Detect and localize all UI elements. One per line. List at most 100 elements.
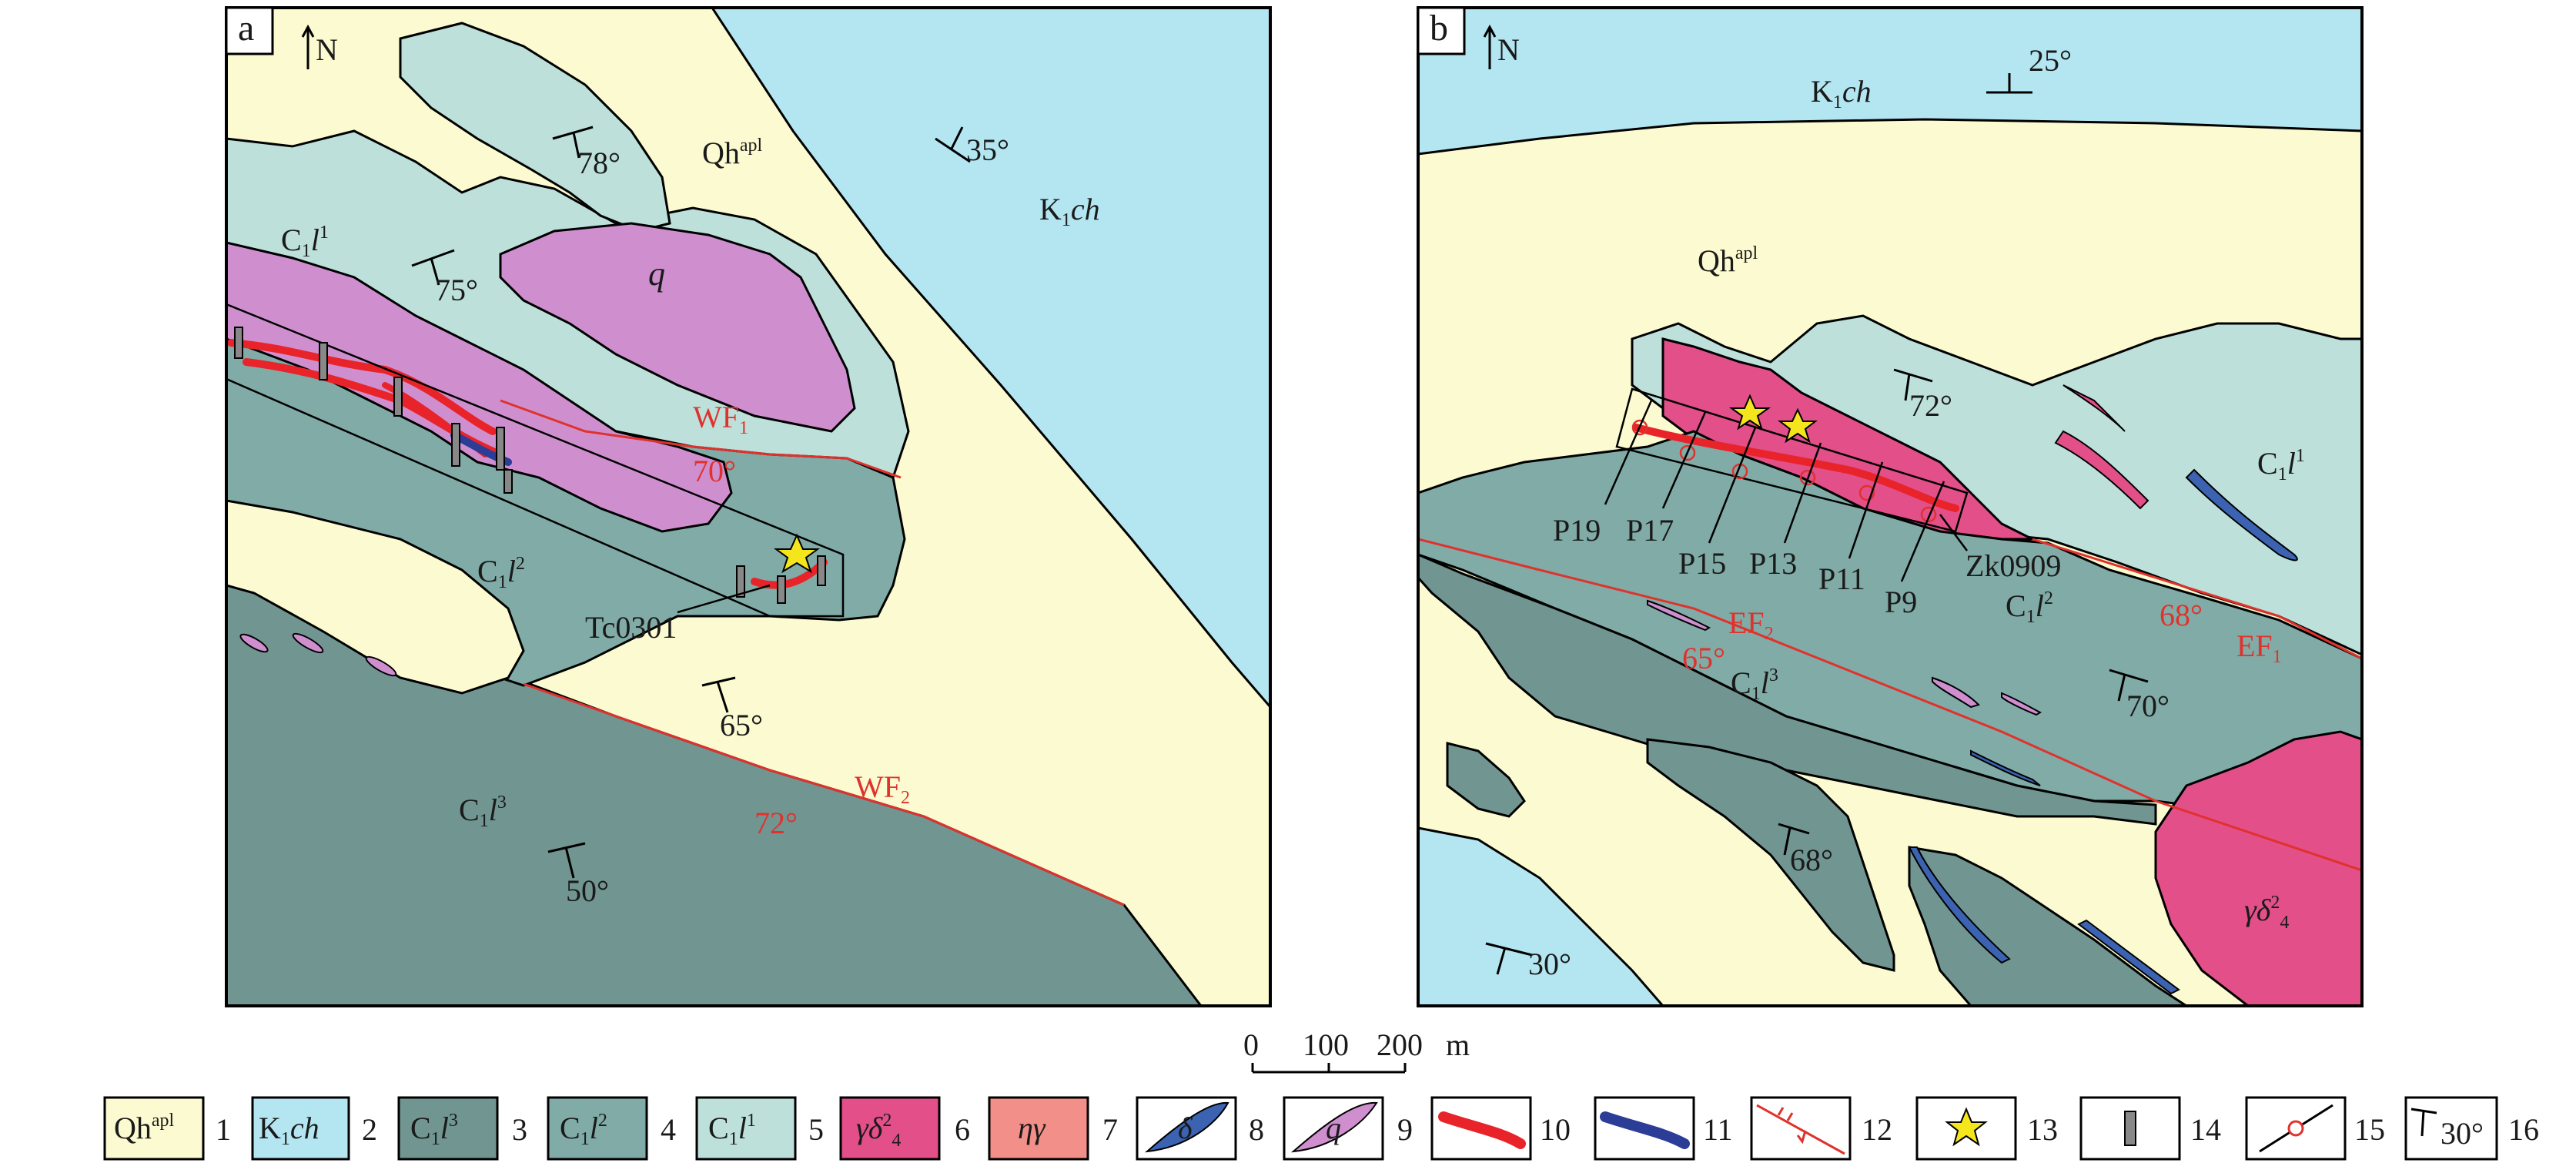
legend-num-11: 11 (1703, 1112, 1733, 1147)
unit-label-k1ch-b: K1ch (1811, 74, 1872, 112)
orebody-b (1632, 424, 1959, 512)
north-label-b: N (1497, 32, 1520, 67)
ore-deposit-star-b1 (1728, 394, 1771, 431)
svg-text:δ: δ (1178, 1111, 1193, 1145)
unit-label-c1l3-a: C1l3 (459, 793, 507, 831)
panel-b-tag-box (1417, 6, 1466, 55)
attitude-72-b: 72° (1909, 388, 1952, 423)
trench-label-a: Tc0301 (585, 610, 677, 645)
svg-text:Qhapl: Qhapl (114, 1111, 175, 1145)
svg-text:30°: 30° (2441, 1116, 2484, 1151)
fault-label-ef1: EF1 (2236, 628, 2282, 667)
legend-item-3: C1l3 3 (397, 1096, 527, 1161)
c1l3-island-b2 (1908, 846, 2189, 1006)
legend-item-12: 12 (1750, 1096, 1892, 1161)
profile-points-b (1631, 419, 1937, 523)
profile-lines-b (1604, 400, 1969, 582)
legend-item-16: 30° 16 (2404, 1096, 2539, 1161)
svg-text:C1l3: C1l3 (410, 1111, 458, 1149)
north-arrow-head-b (1483, 24, 1497, 38)
legend-num-3: 3 (512, 1112, 527, 1147)
unit-label-qh-a: Qhapl (702, 136, 763, 170)
attitude-50-a: 50° (566, 873, 609, 908)
svg-text:q: q (1326, 1111, 1341, 1145)
legend-num-1: 1 (216, 1112, 231, 1147)
cretaceous-unit-b-lower (1418, 826, 1664, 1006)
quartz-lens-a2 (292, 632, 324, 654)
legend-num-14: 14 (2190, 1112, 2221, 1147)
unit-label-c1l1-b: C1l1 (2257, 446, 2305, 484)
attitude-symbols-b (1485, 73, 2149, 975)
quartz-vein-band-a (226, 241, 733, 533)
legend-item-6: γδ24 6 (839, 1096, 970, 1161)
legend-num-10: 10 (1540, 1112, 1571, 1147)
panel-b-tag: b (1430, 8, 1448, 49)
fault-wf2-a (523, 682, 1125, 907)
profile-label-p17: P17 (1626, 513, 1674, 548)
diorite-dyke-b4 (2077, 919, 2180, 995)
profile-label-p11: P11 (1818, 561, 1865, 596)
granodiorite-dyke-b2 (2062, 384, 2126, 432)
legend-num-8: 8 (1249, 1112, 1264, 1147)
legend-item-1: Qhapl 1 (103, 1096, 231, 1161)
panel-a-tag-box (225, 6, 274, 55)
legend-item-4: C1l2 4 (547, 1096, 676, 1161)
fault-dip-ef2: 65° (1682, 641, 1725, 675)
unit-label-c1l2-a: C1l2 (477, 554, 525, 592)
quaternary-island-a (226, 499, 525, 695)
map-panel-a: a N Qhapl K1ch C1l1 q C1l2 C1l3 WF1 70° … (225, 6, 1272, 1007)
cretaceous-unit-b (1418, 8, 2362, 156)
panel-a-frame (225, 6, 1272, 1007)
legend-num-7: 7 (1102, 1112, 1118, 1147)
attitude-symbols-a (411, 126, 971, 879)
legend-num-13: 13 (2027, 1112, 2058, 1147)
scale-tick-0: 0 (1243, 1027, 1259, 1062)
orebody-a1 (227, 339, 497, 435)
fault-ef2-b (1418, 538, 2362, 872)
map-panel-b: b N K1ch Qhapl C1l1 C1l2 C1l3 γδ24 EF2 6… (1417, 6, 2364, 1007)
ore-deposit-star-b2 (1778, 407, 1818, 444)
legend-item-7: ηγ 7 (988, 1096, 1118, 1161)
granodiorite-dyke-b1 (2054, 430, 2149, 510)
legend-num-6: 6 (955, 1112, 970, 1147)
panel-b-frame (1417, 6, 2364, 1007)
quartz-lens-b2 (2001, 692, 2042, 716)
scale-bar: 0 100 200 m (1243, 1027, 1470, 1074)
quartz-lens-b1 (1932, 676, 1980, 709)
c1l3-island-b1 (1646, 738, 1895, 972)
profile-label-p15: P15 (1678, 546, 1726, 581)
diorite-dyke-b2 (1970, 749, 2041, 786)
quartz-vein-q-a (499, 222, 856, 433)
svg-text:C1l1: C1l1 (708, 1111, 756, 1149)
legend: Qhapl 1 K1ch 2 C1l3 3 C1l2 4 C1l1 5 (103, 1096, 2539, 1161)
attitude-35-a: 35° (966, 132, 1009, 167)
legend-num-2: 2 (362, 1112, 377, 1147)
scale-tick-100: 100 (1303, 1027, 1349, 1062)
svg-text:ηγ: ηγ (1018, 1111, 1046, 1145)
cretaceous-unit-a (711, 8, 1270, 709)
legend-item-5: C1l1 5 (695, 1096, 824, 1161)
legend-num-9: 9 (1397, 1112, 1413, 1147)
legend-item-11: 11 (1594, 1096, 1733, 1161)
trench-markers-a (234, 327, 826, 604)
scale-tick-200: 200 (1377, 1027, 1423, 1062)
profile-label-p13: P13 (1749, 546, 1797, 581)
drillhole-label-zk0909: Zk0909 (1965, 548, 2061, 583)
profile-outline-b (1615, 387, 1969, 533)
fault-dip-wf1: 70° (693, 454, 736, 488)
c1l3-island-b3 (1446, 742, 1526, 818)
unit-label-c1l2-b: C1l2 (2006, 588, 2053, 627)
legend-item-8: δ 8 (1136, 1096, 1264, 1161)
scale-unit: m (1446, 1027, 1470, 1062)
trench-leader-line-a (677, 584, 771, 614)
svg-text:C1l2: C1l2 (560, 1111, 607, 1149)
svg-text:γδ24: γδ24 (856, 1111, 901, 1151)
svg-text:K1ch: K1ch (259, 1111, 319, 1149)
fault-label-wf1: WF1 (693, 400, 748, 438)
diorite-dyke-b3 (1908, 846, 2011, 964)
attitude-75-a: 75° (435, 273, 478, 307)
fault-ef1-b (2032, 538, 2362, 660)
attitude-25-b: 25° (2029, 43, 2072, 78)
diorite-dyke-b1 (2185, 468, 2298, 561)
